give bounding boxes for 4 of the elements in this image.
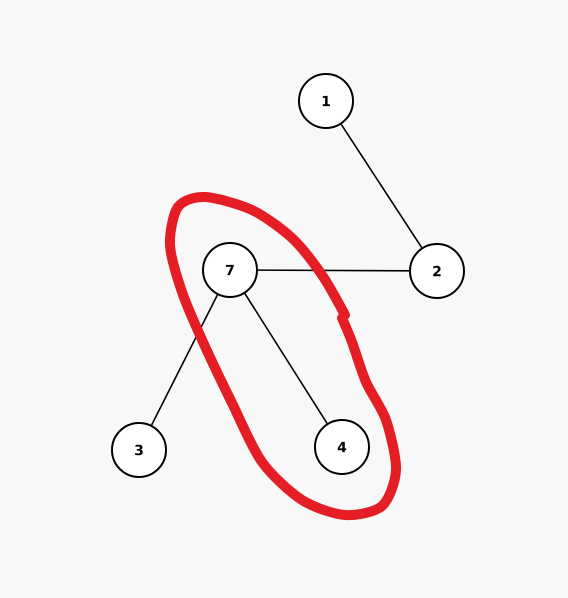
connector-line xyxy=(340,124,422,248)
connector-line xyxy=(244,293,328,424)
connector-line xyxy=(150,294,218,426)
connector-line xyxy=(258,269,409,272)
